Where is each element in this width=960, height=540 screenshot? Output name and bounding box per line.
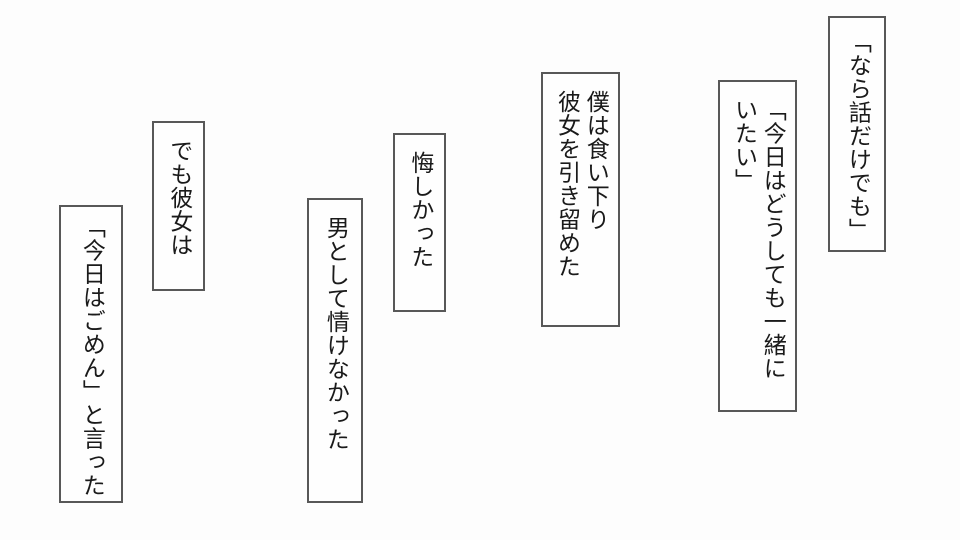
- vertical-text: 悔しかった: [405, 151, 434, 269]
- vertical-text: 「なら話だけでも」: [843, 30, 872, 242]
- text-column: 僕は食い下り: [582, 90, 609, 231]
- text-column: 悔しかった: [406, 151, 433, 269]
- text-box-kyou-issho: 「今日はどうしても一緒に いたい」: [718, 80, 797, 412]
- text-box-nara-hanashi: 「なら話だけでも」: [828, 16, 886, 252]
- text-column: いたい」: [730, 98, 757, 192]
- vertical-text: 僕は食い下り 彼女を引き留めた: [552, 90, 610, 278]
- text-column: でも彼女は: [165, 139, 192, 257]
- text-column: 「今日はどうしても一緒に: [759, 98, 786, 380]
- text-box-boku-hikitome: 僕は食い下り 彼女を引き留めた: [541, 72, 620, 327]
- text-box-otoko-nasakenai: 男として情けなかった: [307, 198, 363, 503]
- text-column: 「なら話だけでも」: [844, 30, 871, 242]
- vertical-text: 「今日はどうしても一緒に いたい」: [729, 98, 787, 380]
- vertical-text: 「今日はごめん」と言った: [77, 215, 106, 497]
- text-column: 彼女を引き留めた: [553, 90, 580, 278]
- vertical-text: でも彼女は: [164, 139, 193, 257]
- text-box-kuyashikatta: 悔しかった: [393, 133, 446, 312]
- text-box-demo-kanojo: でも彼女は: [152, 121, 205, 291]
- text-box-kyou-gomen: 「今日はごめん」と言った: [59, 205, 123, 503]
- text-column: 男として情けなかった: [322, 216, 349, 451]
- text-column: 「今日はごめん」と言った: [78, 215, 105, 497]
- vertical-text: 男として情けなかった: [321, 216, 350, 451]
